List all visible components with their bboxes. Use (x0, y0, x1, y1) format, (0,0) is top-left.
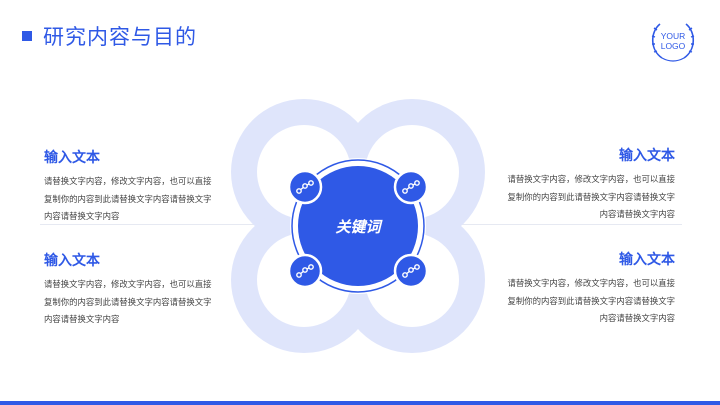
block-heading: 输入文本 (619, 148, 675, 164)
bottom-accent-bar (0, 401, 720, 405)
center-circle (298, 166, 418, 286)
share-node-icon (287, 169, 323, 205)
logo: YOUR LOGO (651, 23, 695, 62)
body-line: 复制你的内容到此请替换文字内容请替换文字 (44, 296, 212, 307)
text-block-top-left: 输入文本 请替换文字内容，修改文字内容，也可以直接 复制你的内容到此请替换文字内… (44, 147, 228, 226)
center-keyword: 关键词 (335, 218, 383, 236)
text-block-bottom-right: 输入文本 请替换文字内容，修改文字内容，也可以直接 复制你的内容到此请替换文字内… (491, 249, 676, 328)
title-marker (22, 31, 32, 41)
block-body: 请替换文字内容，修改文字内容，也可以直接 复制你的内容到此请替换文字内容请替换文… (44, 276, 228, 329)
body-line: 复制你的内容到此请替换文字内容请替换文字 (507, 295, 676, 306)
body-line: 内容请替换文字内容 (44, 314, 120, 324)
block-heading: 输入文本 (44, 253, 100, 269)
logo-line-1: YOUR (661, 31, 686, 41)
body-line: 请替换文字内容，修改文字内容，也可以直接 (44, 176, 212, 186)
keyword-diagram: 关键词 (231, 99, 485, 353)
block-heading: 输入文本 (44, 150, 100, 166)
share-node-icon (393, 169, 429, 205)
body-line: 内容请替换文字内容 (44, 211, 120, 221)
share-node-icon (393, 253, 429, 289)
block-body: 请替换文字内容，修改文字内容，也可以直接 复制你的内容到此请替换文字内容请替换文… (44, 173, 228, 226)
left-divider (40, 224, 260, 225)
body-line: 请替换文字内容，修改文字内容，也可以直接 (507, 278, 676, 288)
text-block-bottom-left: 输入文本 请替换文字内容，修改文字内容，也可以直接 复制你的内容到此请替换文字内… (44, 250, 228, 329)
body-line: 复制你的内容到此请替换文字内容请替换文字 (507, 191, 676, 202)
text-block-top-right: 输入文本 请替换文字内容，修改文字内容，也可以直接 复制你的内容到此请替换文字内… (491, 145, 676, 224)
logo-line-2: LOGO (661, 41, 686, 51)
share-node-icon (287, 253, 323, 289)
body-line: 请替换文字内容，修改文字内容，也可以直接 (507, 174, 676, 184)
block-heading: 输入文本 (619, 252, 675, 268)
body-line: 复制你的内容到此请替换文字内容请替换文字 (44, 193, 212, 204)
block-body: 请替换文字内容，修改文字内容，也可以直接 复制你的内容到此请替换文字内容请替换文… (491, 275, 676, 328)
body-line: 请替换文字内容，修改文字内容，也可以直接 (44, 279, 212, 289)
page-title: 研究内容与目的 (43, 25, 197, 49)
block-body: 请替换文字内容，修改文字内容，也可以直接 复制你的内容到此请替换文字内容请替换文… (491, 171, 676, 224)
body-line: 内容请替换文字内容 (599, 209, 675, 219)
body-line: 内容请替换文字内容 (599, 313, 675, 323)
right-divider (460, 224, 682, 225)
